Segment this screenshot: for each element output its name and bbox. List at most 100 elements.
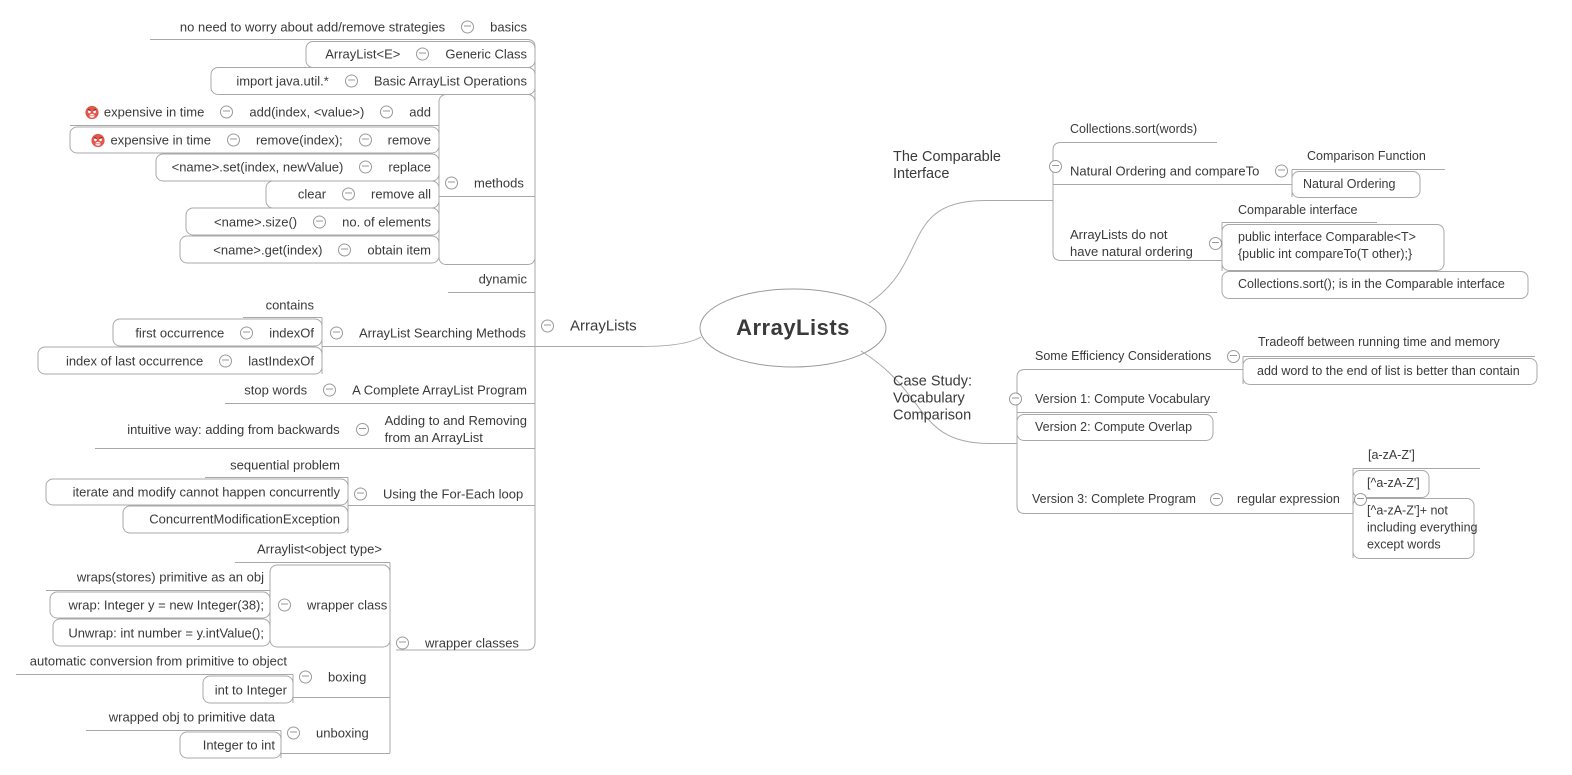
collapse-icon[interactable] xyxy=(1209,492,1223,506)
note-regex3[interactable]: [^a-zA-Z']+ not including everything exc… xyxy=(1367,503,1478,552)
note-wrapped-obj[interactable]: wrapped obj to primitive data xyxy=(108,709,275,725)
topic-version1[interactable]: Version 1: Compute Vocabulary xyxy=(1035,392,1211,406)
collapse-icon[interactable] xyxy=(313,215,327,229)
topic-remove[interactable]: remove xyxy=(387,132,431,148)
collapse-icon[interactable] xyxy=(461,20,475,34)
collapse-icon[interactable] xyxy=(287,726,300,740)
collapse-icon[interactable] xyxy=(1353,492,1367,506)
collapse-icon[interactable] xyxy=(396,636,409,650)
collapse-icon[interactable] xyxy=(344,74,358,88)
note-regex2[interactable]: [^a-zA-Z'] xyxy=(1367,476,1420,490)
note-lastindexof[interactable]: index of last occurrence xyxy=(65,353,204,369)
topic-basic-ops[interactable]: Basic ArrayList Operations xyxy=(373,73,527,89)
note-add-warning[interactable]: expensive in time xyxy=(103,104,205,120)
topic-wrapper-classes[interactable]: wrapper classes xyxy=(425,635,519,651)
topic-version2[interactable]: Version 2: Compute Overlap xyxy=(1035,420,1193,434)
collapse-icon[interactable] xyxy=(226,133,240,147)
topic-regex[interactable]: regular expression xyxy=(1236,492,1340,506)
note-comparison-fn[interactable]: Comparison Function xyxy=(1307,149,1426,163)
topic-contains[interactable]: contains xyxy=(265,297,314,313)
topic-iterate[interactable]: iterate and modify cannot happen concurr… xyxy=(72,484,340,500)
collapse-icon[interactable] xyxy=(1208,236,1222,250)
note-remove-warning[interactable]: expensive in time xyxy=(110,132,211,148)
collapse-icon[interactable] xyxy=(1049,159,1062,173)
collapse-icon[interactable] xyxy=(354,487,367,501)
collapse-icon[interactable] xyxy=(541,319,554,333)
note-get-code[interactable]: <name>.get(index) xyxy=(213,242,323,258)
topic-efficiency[interactable]: Some Efficiency Considerations xyxy=(1035,349,1212,363)
collapse-icon[interactable] xyxy=(380,105,394,119)
topic-methods[interactable]: methods xyxy=(474,175,524,191)
collapse-icon[interactable] xyxy=(338,243,352,257)
topic-boxing[interactable]: boxing xyxy=(328,669,367,685)
collapse-icon[interactable] xyxy=(342,187,356,201)
topic-sequential[interactable]: sequential problem xyxy=(230,457,340,473)
topic-replace[interactable]: replace xyxy=(388,159,431,175)
collapse-icon[interactable] xyxy=(220,105,234,119)
note-add-word[interactable]: add word to the end of list is better th… xyxy=(1257,364,1520,378)
central-topic[interactable]: ArrayLists xyxy=(736,315,850,340)
topic-case-study[interactable]: Case Study: Vocabulary Comparison xyxy=(893,373,972,424)
topic-size[interactable]: no. of elements xyxy=(342,214,431,230)
note-tradeoff[interactable]: Tradeoff between running time and memory xyxy=(1258,335,1500,349)
topic-objtype[interactable]: Arraylist<object type> xyxy=(256,541,382,557)
topic-get[interactable]: obtain item xyxy=(367,242,431,258)
topic-lastindexof[interactable]: lastIndexOf xyxy=(248,353,314,369)
note-sort-in-interface[interactable]: Collections.sort(); is in the Comparable… xyxy=(1238,277,1505,291)
collapse-icon[interactable] xyxy=(278,598,291,612)
collapse-icon[interactable] xyxy=(355,422,369,436)
note-int-to-integer[interactable]: int to Integer xyxy=(214,682,287,698)
topic-complete-program[interactable]: A Complete ArrayList Program xyxy=(352,382,527,398)
note-basics[interactable]: no need to worry about add/remove strate… xyxy=(179,19,446,35)
note-natural[interactable]: Natural Ordering xyxy=(1303,177,1396,191)
topic-generic-class[interactable]: Generic Class xyxy=(445,46,527,62)
note-size-code[interactable]: <name>.size() xyxy=(214,214,298,230)
note-remove-code[interactable]: remove(index); xyxy=(255,132,343,148)
topic-natural-ordering[interactable]: Natural Ordering and compareTo xyxy=(1070,163,1260,179)
collapse-icon[interactable] xyxy=(323,383,337,397)
collapse-icon[interactable] xyxy=(1009,392,1022,406)
topic-indexof[interactable]: indexOf xyxy=(269,325,314,341)
topic-cme[interactable]: ConcurrentModificationException xyxy=(149,511,340,527)
topic-unboxing[interactable]: unboxing xyxy=(316,725,369,741)
note-collections-sort[interactable]: Collections.sort(words) xyxy=(1070,122,1198,136)
topic-foreach[interactable]: Using the For-Each loop xyxy=(383,486,524,502)
topic-version3[interactable]: Version 3: Complete Program xyxy=(1032,492,1196,506)
note-generic-class[interactable]: ArrayList<E> xyxy=(325,46,401,62)
topic-adding-removing[interactable]: Adding to and Removing from an ArrayList xyxy=(384,413,527,445)
note-wrap[interactable]: wrap: Integer y = new Integer(38); xyxy=(68,597,264,613)
collapse-icon[interactable] xyxy=(416,47,430,61)
note-indexof[interactable]: first occurrence xyxy=(135,325,225,341)
note-comparable-interface[interactable]: Comparable interface xyxy=(1238,203,1358,217)
note-unwrap[interactable]: Unwrap: int number = y.intValue(); xyxy=(68,625,264,641)
note-public-interface[interactable]: public interface Comparable<T> {public i… xyxy=(1238,230,1416,261)
topic-add[interactable]: add xyxy=(409,104,431,120)
collapse-icon[interactable] xyxy=(358,133,372,147)
topic-searching[interactable]: ArrayList Searching Methods xyxy=(359,325,526,341)
note-adding-removing[interactable]: intuitive way: adding from backwards xyxy=(127,421,340,437)
topic-wrapper-class[interactable]: wrapper class xyxy=(307,597,388,613)
collapse-icon[interactable] xyxy=(299,670,312,684)
collapse-icon[interactable] xyxy=(240,326,254,340)
note-wraps[interactable]: wraps(stores) primitive as an obj xyxy=(76,569,264,585)
note-regex1[interactable]: [a-zA-Z'] xyxy=(1368,448,1415,462)
note-add-code[interactable]: add(index, <value>) xyxy=(249,104,365,120)
note-integer-to-int[interactable]: Integer to int xyxy=(202,737,275,753)
topic-comparable[interactable]: The Comparable Interface xyxy=(893,149,1001,182)
collapse-icon[interactable] xyxy=(1227,349,1241,363)
collapse-icon[interactable] xyxy=(1275,164,1289,178)
note-autoconv[interactable]: automatic conversion from primitive to o… xyxy=(29,653,287,669)
collapse-icon[interactable] xyxy=(330,326,343,340)
note-replace-code[interactable]: <name>.set(index, newValue) xyxy=(171,159,344,175)
note-basic-ops[interactable]: import java.util.* xyxy=(236,73,329,89)
topic-no-natural[interactable]: ArrayLists do not have natural ordering xyxy=(1070,227,1193,259)
note-clear-code[interactable]: clear xyxy=(297,186,327,202)
topic-dynamic[interactable]: dynamic xyxy=(478,271,527,287)
collapse-icon[interactable] xyxy=(445,176,458,190)
collapse-icon[interactable] xyxy=(359,160,373,174)
collapse-icon[interactable] xyxy=(219,354,233,368)
topic-left-root[interactable]: ArrayLists xyxy=(570,317,637,335)
note-stop-words[interactable]: stop words xyxy=(244,382,308,398)
topic-remove-all[interactable]: remove all xyxy=(371,186,431,202)
topic-basics[interactable]: basics xyxy=(490,19,527,35)
